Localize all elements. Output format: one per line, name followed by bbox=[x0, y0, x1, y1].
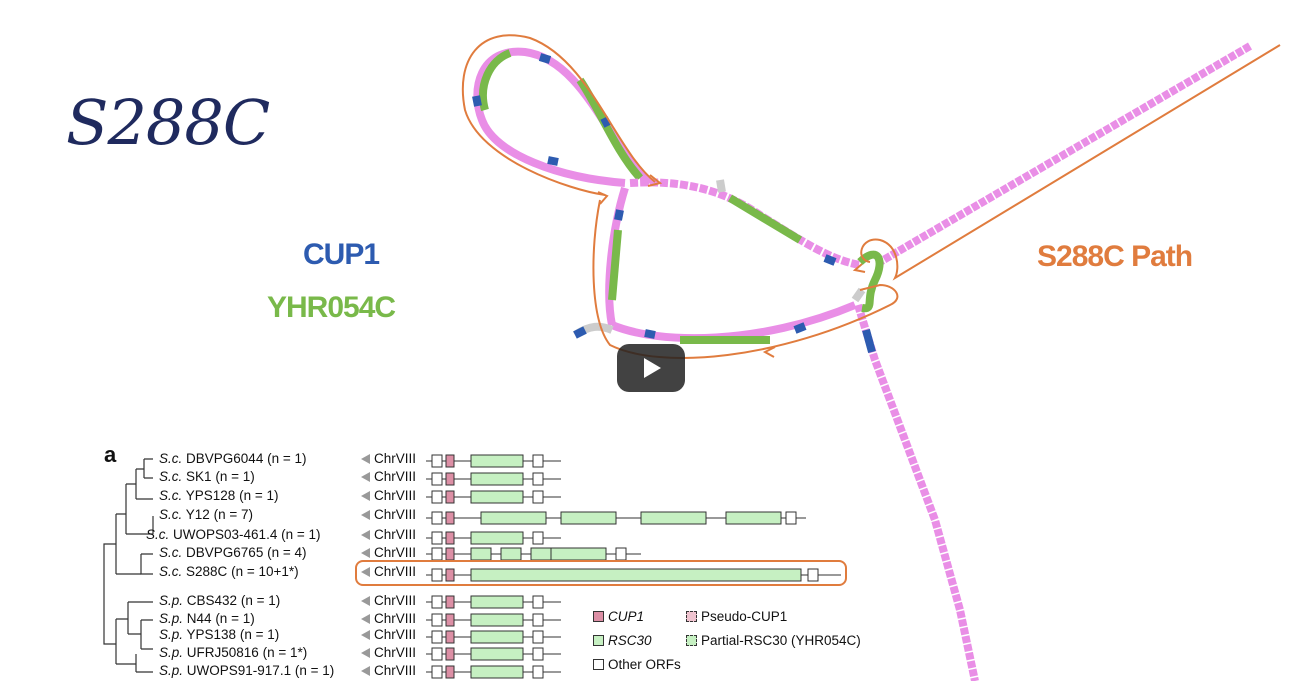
strain-label: S.c. S288C (n = 10+1*) bbox=[159, 564, 299, 579]
graph-tail-upper bbox=[877, 42, 1253, 266]
chr-label: ChrVIII bbox=[361, 645, 416, 660]
strain-label: S.c. DBVPG6044 (n = 1) bbox=[159, 451, 307, 466]
legend-path-label: S288C Path bbox=[1037, 240, 1193, 273]
left-arrow-icon bbox=[361, 596, 370, 607]
graph-tail-cup-segment bbox=[862, 328, 876, 354]
chr-label: ChrVIII bbox=[361, 627, 416, 642]
graph-left-edge-blue bbox=[614, 209, 624, 221]
graph-null-node-top bbox=[716, 179, 726, 193]
rsc30-swatch-icon bbox=[593, 635, 604, 646]
left-arrow-icon bbox=[361, 648, 370, 659]
other-orfs-swatch-icon bbox=[593, 659, 604, 670]
path-arrowhead-1 bbox=[647, 174, 663, 187]
left-arrow-icon bbox=[361, 454, 370, 465]
key-rsc30: RSC30 bbox=[593, 633, 652, 648]
graph-upper-loop-blue bbox=[472, 53, 612, 166]
figure-panel: a bbox=[96, 434, 896, 681]
graph-top-edge-blue bbox=[823, 254, 837, 266]
strain-label: S.p. CBS432 (n = 1) bbox=[159, 593, 281, 608]
strain-label: S.p. UFRJ50816 (n = 1*) bbox=[159, 645, 308, 660]
key-other-orfs: Other ORFs bbox=[593, 657, 681, 672]
left-arrow-icon bbox=[361, 614, 370, 625]
play-button[interactable] bbox=[617, 344, 685, 392]
graph-right-knot bbox=[857, 250, 884, 313]
graph-left-edge bbox=[605, 186, 629, 326]
strain-label: S.c. Y12 (n = 7) bbox=[159, 507, 253, 522]
chr-label: ChrVIII bbox=[361, 663, 416, 678]
left-arrow-icon bbox=[361, 510, 370, 521]
graph-top-edge-green bbox=[727, 194, 803, 244]
chr-label: ChrVIII bbox=[361, 611, 416, 626]
path-arrowhead-2 bbox=[597, 191, 609, 205]
legend-cup1-label: CUP1 bbox=[303, 238, 380, 271]
s288c-highlight-box bbox=[355, 560, 847, 586]
graph-upper-loop-green bbox=[479, 49, 644, 181]
panel-letter: a bbox=[104, 442, 117, 467]
strain-label: S.p. UWOPS91-917.1 (n = 1) bbox=[159, 663, 335, 678]
graph-right-knot-grey bbox=[851, 287, 866, 303]
chr-label: ChrVIII bbox=[361, 545, 416, 560]
key-pseudo-cup1: Pseudo-CUP1 bbox=[686, 609, 787, 624]
strain-label: S.c. DBVPG6765 (n = 4) bbox=[159, 545, 307, 560]
chr-label: ChrVIII bbox=[361, 507, 416, 522]
graph-bottom-edge-blue bbox=[644, 322, 807, 339]
phylogenetic-tree bbox=[103, 454, 847, 679]
key-cup1: CUP1 bbox=[593, 609, 644, 624]
partial-rsc30-swatch-icon bbox=[686, 635, 697, 646]
chr-label: ChrVIII bbox=[361, 564, 416, 579]
strain-label: S.p. YPS138 (n = 1) bbox=[159, 627, 280, 642]
graph-top-edge bbox=[629, 178, 861, 269]
path-arrowhead-3 bbox=[762, 346, 776, 358]
left-arrow-icon bbox=[361, 491, 370, 502]
chr-label: ChrVIII bbox=[361, 469, 416, 484]
chr-label: ChrVIII bbox=[361, 488, 416, 503]
strain-label: S.c. SK1 (n = 1) bbox=[159, 469, 255, 484]
strain-label: S.c. YPS128 (n = 1) bbox=[159, 488, 279, 503]
pseudo-cup1-swatch-icon bbox=[686, 611, 697, 622]
left-arrow-icon bbox=[361, 530, 370, 541]
left-arrow-icon bbox=[361, 567, 370, 578]
page-title: S288C bbox=[66, 86, 270, 159]
chr-label: ChrVIII bbox=[361, 527, 416, 542]
s288c-path-outline bbox=[461, 34, 1281, 359]
graph-null-node-blue bbox=[573, 326, 587, 339]
left-arrow-icon bbox=[361, 548, 370, 559]
chr-label: ChrVIII bbox=[361, 451, 416, 466]
left-arrow-icon bbox=[361, 472, 370, 483]
strain-label: S.p. N44 (n = 1) bbox=[159, 611, 255, 626]
legend-yhr054c-label: YHR054C bbox=[267, 291, 396, 324]
play-icon bbox=[644, 358, 661, 378]
key-partial-rsc30: Partial-RSC30 (YHR054C) bbox=[686, 633, 861, 648]
path-arrowhead-4 bbox=[852, 263, 866, 273]
graph-left-edge-green bbox=[608, 229, 622, 301]
chr-label: ChrVIII bbox=[361, 593, 416, 608]
left-arrow-icon bbox=[361, 630, 370, 641]
strain-label: S.c. UWOPS03-461.4 (n = 1) bbox=[146, 527, 321, 542]
left-arrow-icon bbox=[361, 666, 370, 677]
cup1-swatch-icon bbox=[593, 611, 604, 622]
